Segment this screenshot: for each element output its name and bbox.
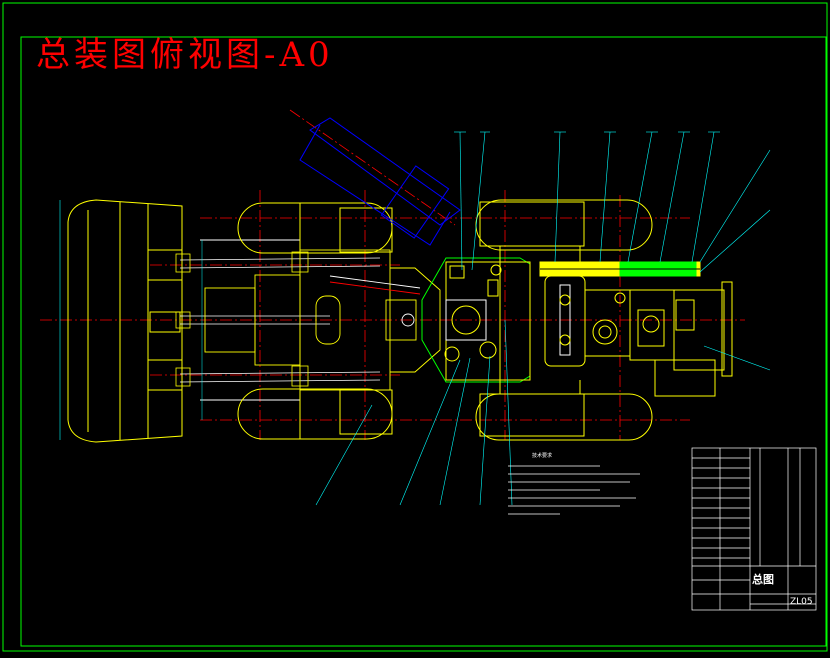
drawing-title: 总装图俯视图-A0 [36, 35, 334, 75]
bucket [59, 199, 183, 443]
rear-wheels [475, 199, 653, 441]
articulation [329, 267, 441, 373]
front-wheels [237, 202, 393, 440]
engine-gearbox [539, 261, 733, 397]
centerlines [40, 109, 745, 440]
technical-notes [508, 465, 640, 515]
leader-lines [315, 131, 771, 506]
drawing-code: ZL05 [790, 597, 813, 607]
notes-heading: 技术要求 [532, 453, 553, 459]
front-frame [200, 239, 391, 420]
boom-arms [175, 251, 381, 387]
title-block [691, 447, 817, 611]
titleblock-name: 总图 [752, 573, 774, 586]
raised-boom-hidden [299, 117, 461, 246]
rear-frame [421, 257, 531, 383]
